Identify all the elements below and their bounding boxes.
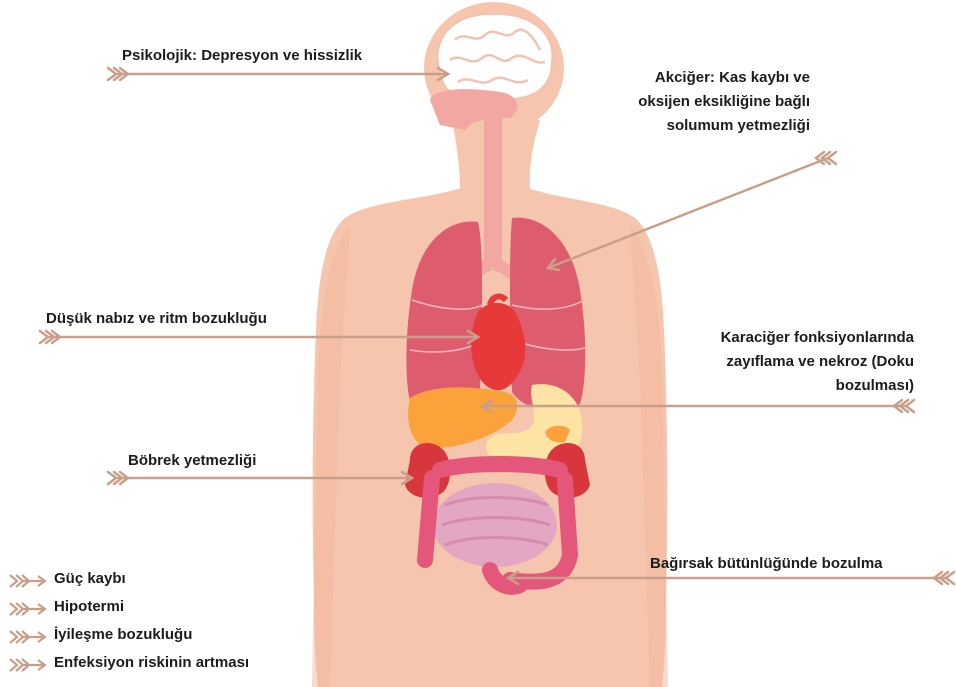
- arrow-icon: [8, 658, 48, 672]
- label-liver-line-3: bozulması): [721, 374, 914, 398]
- legend-label: Hipotermi: [54, 598, 124, 615]
- label-lung-line-3: solumum yetmezliği: [638, 114, 810, 138]
- brain: [438, 14, 553, 100]
- label-psychological: Psikolojik: Depresyon ve hissizlik: [122, 44, 362, 68]
- arrow-icon: [8, 602, 48, 616]
- legend-label: İyileşme bozukluğu: [54, 626, 192, 643]
- label-intestine: Bağırsak bütünlüğünde bozulma: [650, 552, 883, 576]
- label-liver-line-2: zayıflama ve nekroz (Doku: [721, 350, 914, 374]
- label-liver-line-1: Karaciğer fonksiyonlarında: [721, 326, 914, 350]
- label-lung: Akciğer: Kas kaybı ve oksijen eksikliğin…: [638, 66, 810, 138]
- label-liver: Karaciğer fonksiyonlarında zayıflama ve …: [721, 326, 914, 398]
- legend-label: Güç kaybı: [54, 570, 126, 587]
- legend-label: Enfeksiyon riskinin artması: [54, 654, 249, 671]
- arrow-icon: [8, 630, 48, 644]
- arrow-psychological: [108, 68, 448, 80]
- label-heart: Düşük nabız ve ritm bozukluğu: [46, 307, 267, 331]
- arrow-icon: [8, 574, 48, 588]
- label-lung-line-2: oksijen eksikliğine bağlı: [638, 90, 810, 114]
- small-intestine: [433, 483, 557, 567]
- label-lung-line-1: Akciğer: Kas kaybı ve: [638, 66, 810, 90]
- label-kidney: Böbrek yetmezliği: [128, 449, 256, 473]
